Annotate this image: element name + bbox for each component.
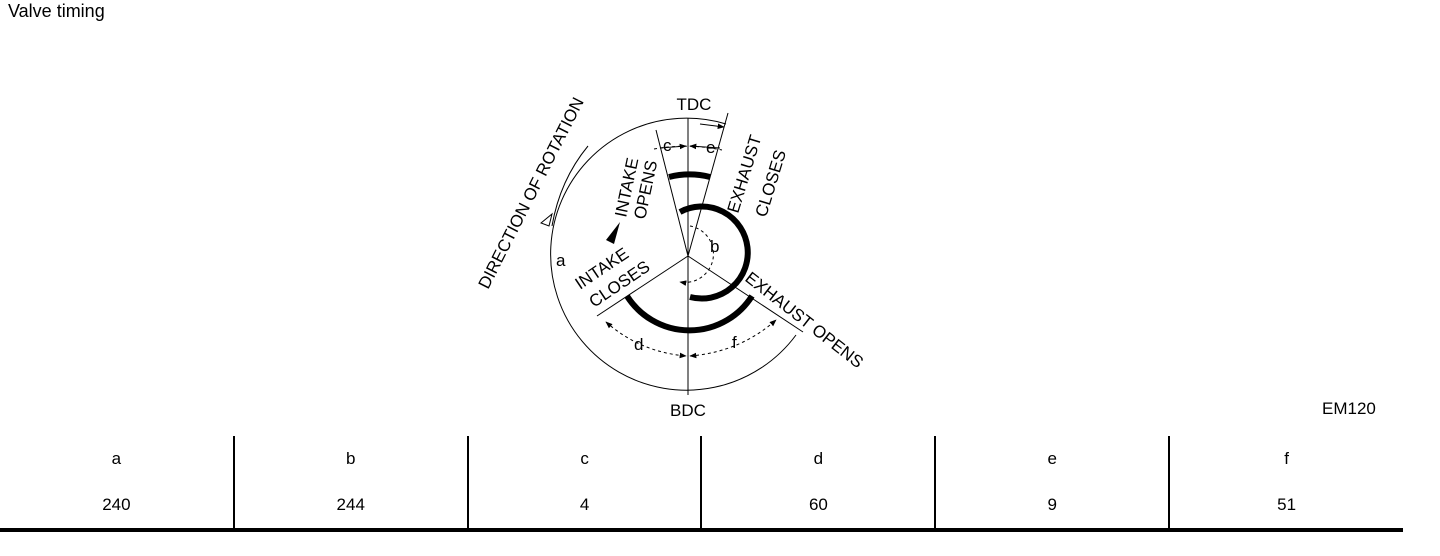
intake-closes-line xyxy=(596,255,689,317)
value-cell: 60 xyxy=(700,481,936,532)
figure-code: EM120 xyxy=(1322,399,1376,418)
label-d: d xyxy=(634,335,643,354)
exhaust-opens-label: EXHAUST OPENS xyxy=(742,268,867,372)
value-cell: 4 xyxy=(466,481,702,532)
arc-b xyxy=(679,225,714,286)
label-e: e xyxy=(706,138,715,157)
rotation-arrow-head xyxy=(540,212,553,227)
header-cell: e xyxy=(934,436,1170,481)
label-f: f xyxy=(732,333,737,352)
value-cell: 51 xyxy=(1168,481,1403,532)
intake-closes-arc xyxy=(624,294,755,334)
arc-f xyxy=(689,319,777,359)
arrow-c xyxy=(659,143,687,150)
value-cell: 244 xyxy=(232,481,468,532)
header-cell: f xyxy=(1168,436,1403,481)
exhaust-opens-line xyxy=(687,255,804,333)
intake-opens-line xyxy=(655,129,689,257)
table-row: 240 244 4 60 9 51 xyxy=(0,481,1403,532)
value-cell: 9 xyxy=(934,481,1170,532)
arrow-a-top xyxy=(699,123,725,129)
page-title: Valve timing xyxy=(8,1,105,21)
direction-label: DIRECTION OF ROTATION xyxy=(475,94,588,291)
intake-opens-arc xyxy=(668,171,711,180)
arc-d xyxy=(605,321,687,359)
header-cell: d xyxy=(700,436,936,481)
valve-timing-diagram: TDC BDC DIRECTION OF ROTATION INTAKE OPE… xyxy=(475,94,867,420)
header-cell: c xyxy=(466,436,702,481)
tdc-label: TDC xyxy=(677,95,712,114)
valve-timing-table: a b c d e f 240 244 4 60 9 51 xyxy=(0,436,1403,532)
arrow-e xyxy=(689,143,721,150)
header-cell: a xyxy=(111,448,122,468)
value-cell: 240 xyxy=(0,481,234,532)
arc-a xyxy=(550,117,797,391)
bdc-label: BDC xyxy=(670,401,706,420)
header-cell: b xyxy=(232,436,468,481)
label-c: c xyxy=(663,136,672,155)
exhaust-closes-line xyxy=(687,112,729,257)
label-a: a xyxy=(556,251,566,270)
table-header-row: a b c d e f xyxy=(0,436,1403,481)
label-b: b xyxy=(710,237,719,256)
rotation-arrow xyxy=(551,145,589,227)
exhaust-closes-arc xyxy=(678,203,751,302)
intake-closes-arrow xyxy=(606,222,620,244)
